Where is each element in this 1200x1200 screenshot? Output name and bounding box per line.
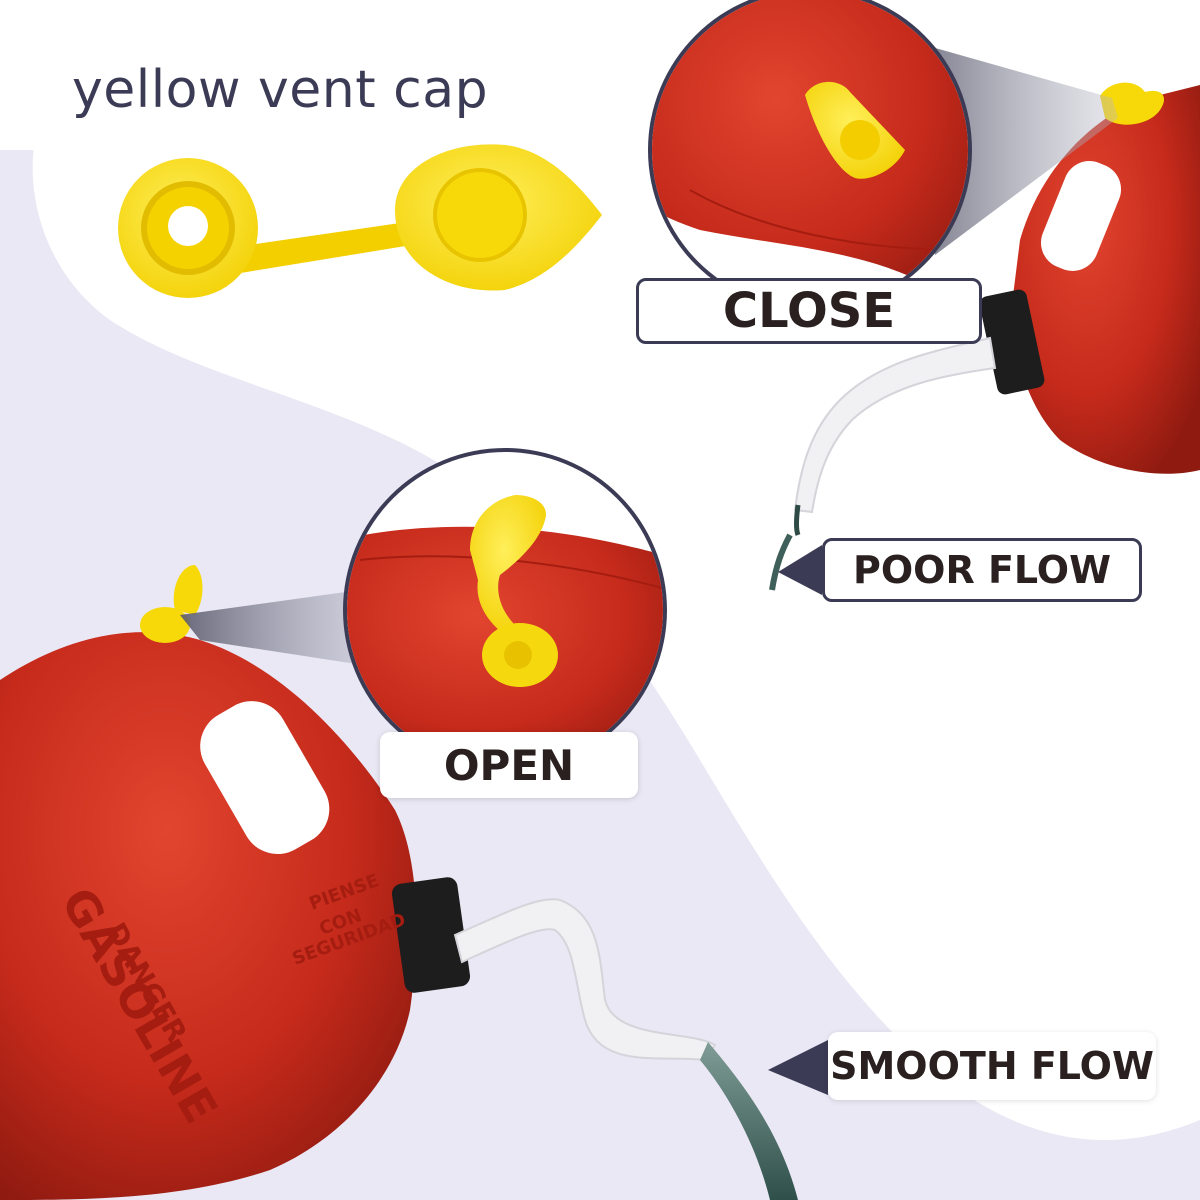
- smooth-flow-arrow: [768, 1040, 828, 1095]
- gas-can-bottom: GASOLINE DANGER PIENSE CON SEGURIDAD: [0, 565, 717, 1200]
- title-bg: [0, 0, 610, 150]
- poor-flow-label: POOR FLOW: [822, 538, 1142, 602]
- vent-cap-product: [118, 144, 602, 298]
- smooth-water-stream: [700, 1042, 798, 1200]
- background-swoosh-right: [1007, 539, 1200, 960]
- open-zoom-beam: [180, 590, 395, 670]
- open-zoom-circle: [343, 448, 667, 772]
- smooth-flow-label: SMOOTH FLOW: [828, 1032, 1156, 1100]
- close-label: CLOSE: [636, 278, 982, 344]
- poor-flow-arrow: [778, 545, 822, 595]
- close-zoom-circle: [648, 0, 972, 312]
- page-title: yellow vent cap: [72, 60, 489, 120]
- open-label: OPEN: [380, 732, 638, 798]
